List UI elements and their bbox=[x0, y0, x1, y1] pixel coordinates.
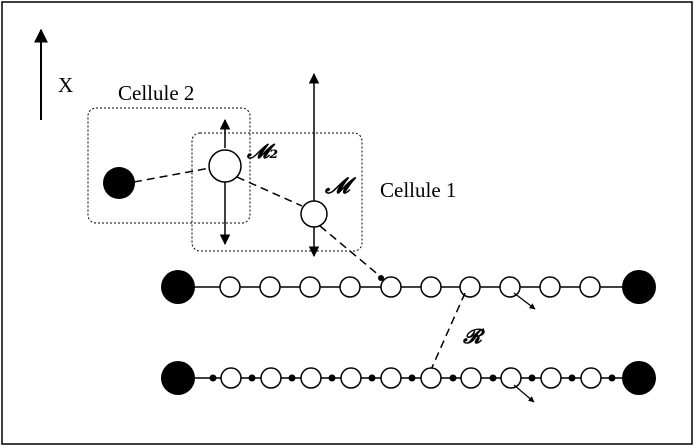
r-label: 𝓡 bbox=[462, 324, 486, 348]
chain-1-velocity-arrow bbox=[513, 292, 536, 310]
chain-2-particle bbox=[340, 367, 362, 389]
chain-2-dot bbox=[368, 374, 376, 382]
cell-1-box bbox=[191, 132, 363, 252]
chain-1-particle bbox=[339, 276, 361, 298]
chain-1-particle bbox=[299, 276, 321, 298]
chain-2-end-left bbox=[161, 361, 195, 395]
chain-2-dot bbox=[248, 374, 256, 382]
chain-1-particle bbox=[539, 276, 561, 298]
chain-2-particle bbox=[540, 367, 562, 389]
chain-2-dot bbox=[568, 374, 576, 382]
chain-1-particle bbox=[420, 276, 442, 298]
chain-2-particle bbox=[580, 367, 602, 389]
chain-2-particle bbox=[420, 367, 442, 389]
chain-2-end-right bbox=[622, 361, 656, 395]
cell-2-box bbox=[87, 107, 251, 224]
chain-2-particle bbox=[220, 367, 242, 389]
chain-2-particle bbox=[380, 367, 402, 389]
chain-1-particle bbox=[499, 276, 521, 298]
m2-label: 𝓜₂ bbox=[246, 139, 278, 163]
particle-m2 bbox=[208, 149, 242, 183]
chain-2-dot bbox=[528, 374, 536, 382]
m-label: 𝓜 bbox=[324, 173, 357, 199]
chain-2-particle bbox=[300, 367, 322, 389]
chain-1-particle bbox=[219, 276, 241, 298]
chain-2-velocity-arrow bbox=[513, 384, 535, 403]
chain-2-particle bbox=[500, 367, 522, 389]
x-axis-label: X bbox=[58, 73, 73, 97]
chain-2-dot bbox=[449, 374, 457, 382]
chain-1-end-right bbox=[622, 270, 656, 304]
chain-1-end-left bbox=[161, 270, 195, 304]
cell-1-label: Cellule 1 bbox=[380, 178, 456, 202]
chain-1-particle bbox=[380, 276, 402, 298]
chain-2-dot bbox=[489, 374, 497, 382]
fixed-particle-cell2 bbox=[103, 167, 135, 199]
link-r bbox=[429, 292, 466, 373]
chain-2-particle bbox=[460, 367, 482, 389]
link-fixed-m2 bbox=[133, 167, 211, 183]
chain-2-particle bbox=[260, 367, 282, 389]
chain-1 bbox=[161, 270, 656, 310]
chain-2-dot bbox=[608, 374, 616, 382]
link-m-chain bbox=[319, 225, 382, 278]
chain-1-particle bbox=[579, 276, 601, 298]
chain-2 bbox=[161, 361, 656, 403]
chain-2-dot bbox=[209, 374, 217, 382]
chain-1-particle bbox=[459, 276, 481, 298]
chain-2-dot bbox=[408, 374, 416, 382]
chain-2-dot bbox=[288, 374, 296, 382]
cell-2-label: Cellule 2 bbox=[118, 81, 194, 105]
chain-1-particle bbox=[259, 276, 281, 298]
particle-m bbox=[300, 200, 328, 228]
chain-2-dot bbox=[328, 374, 336, 382]
attachment-dot bbox=[378, 275, 384, 281]
link-m2-m bbox=[236, 176, 303, 207]
